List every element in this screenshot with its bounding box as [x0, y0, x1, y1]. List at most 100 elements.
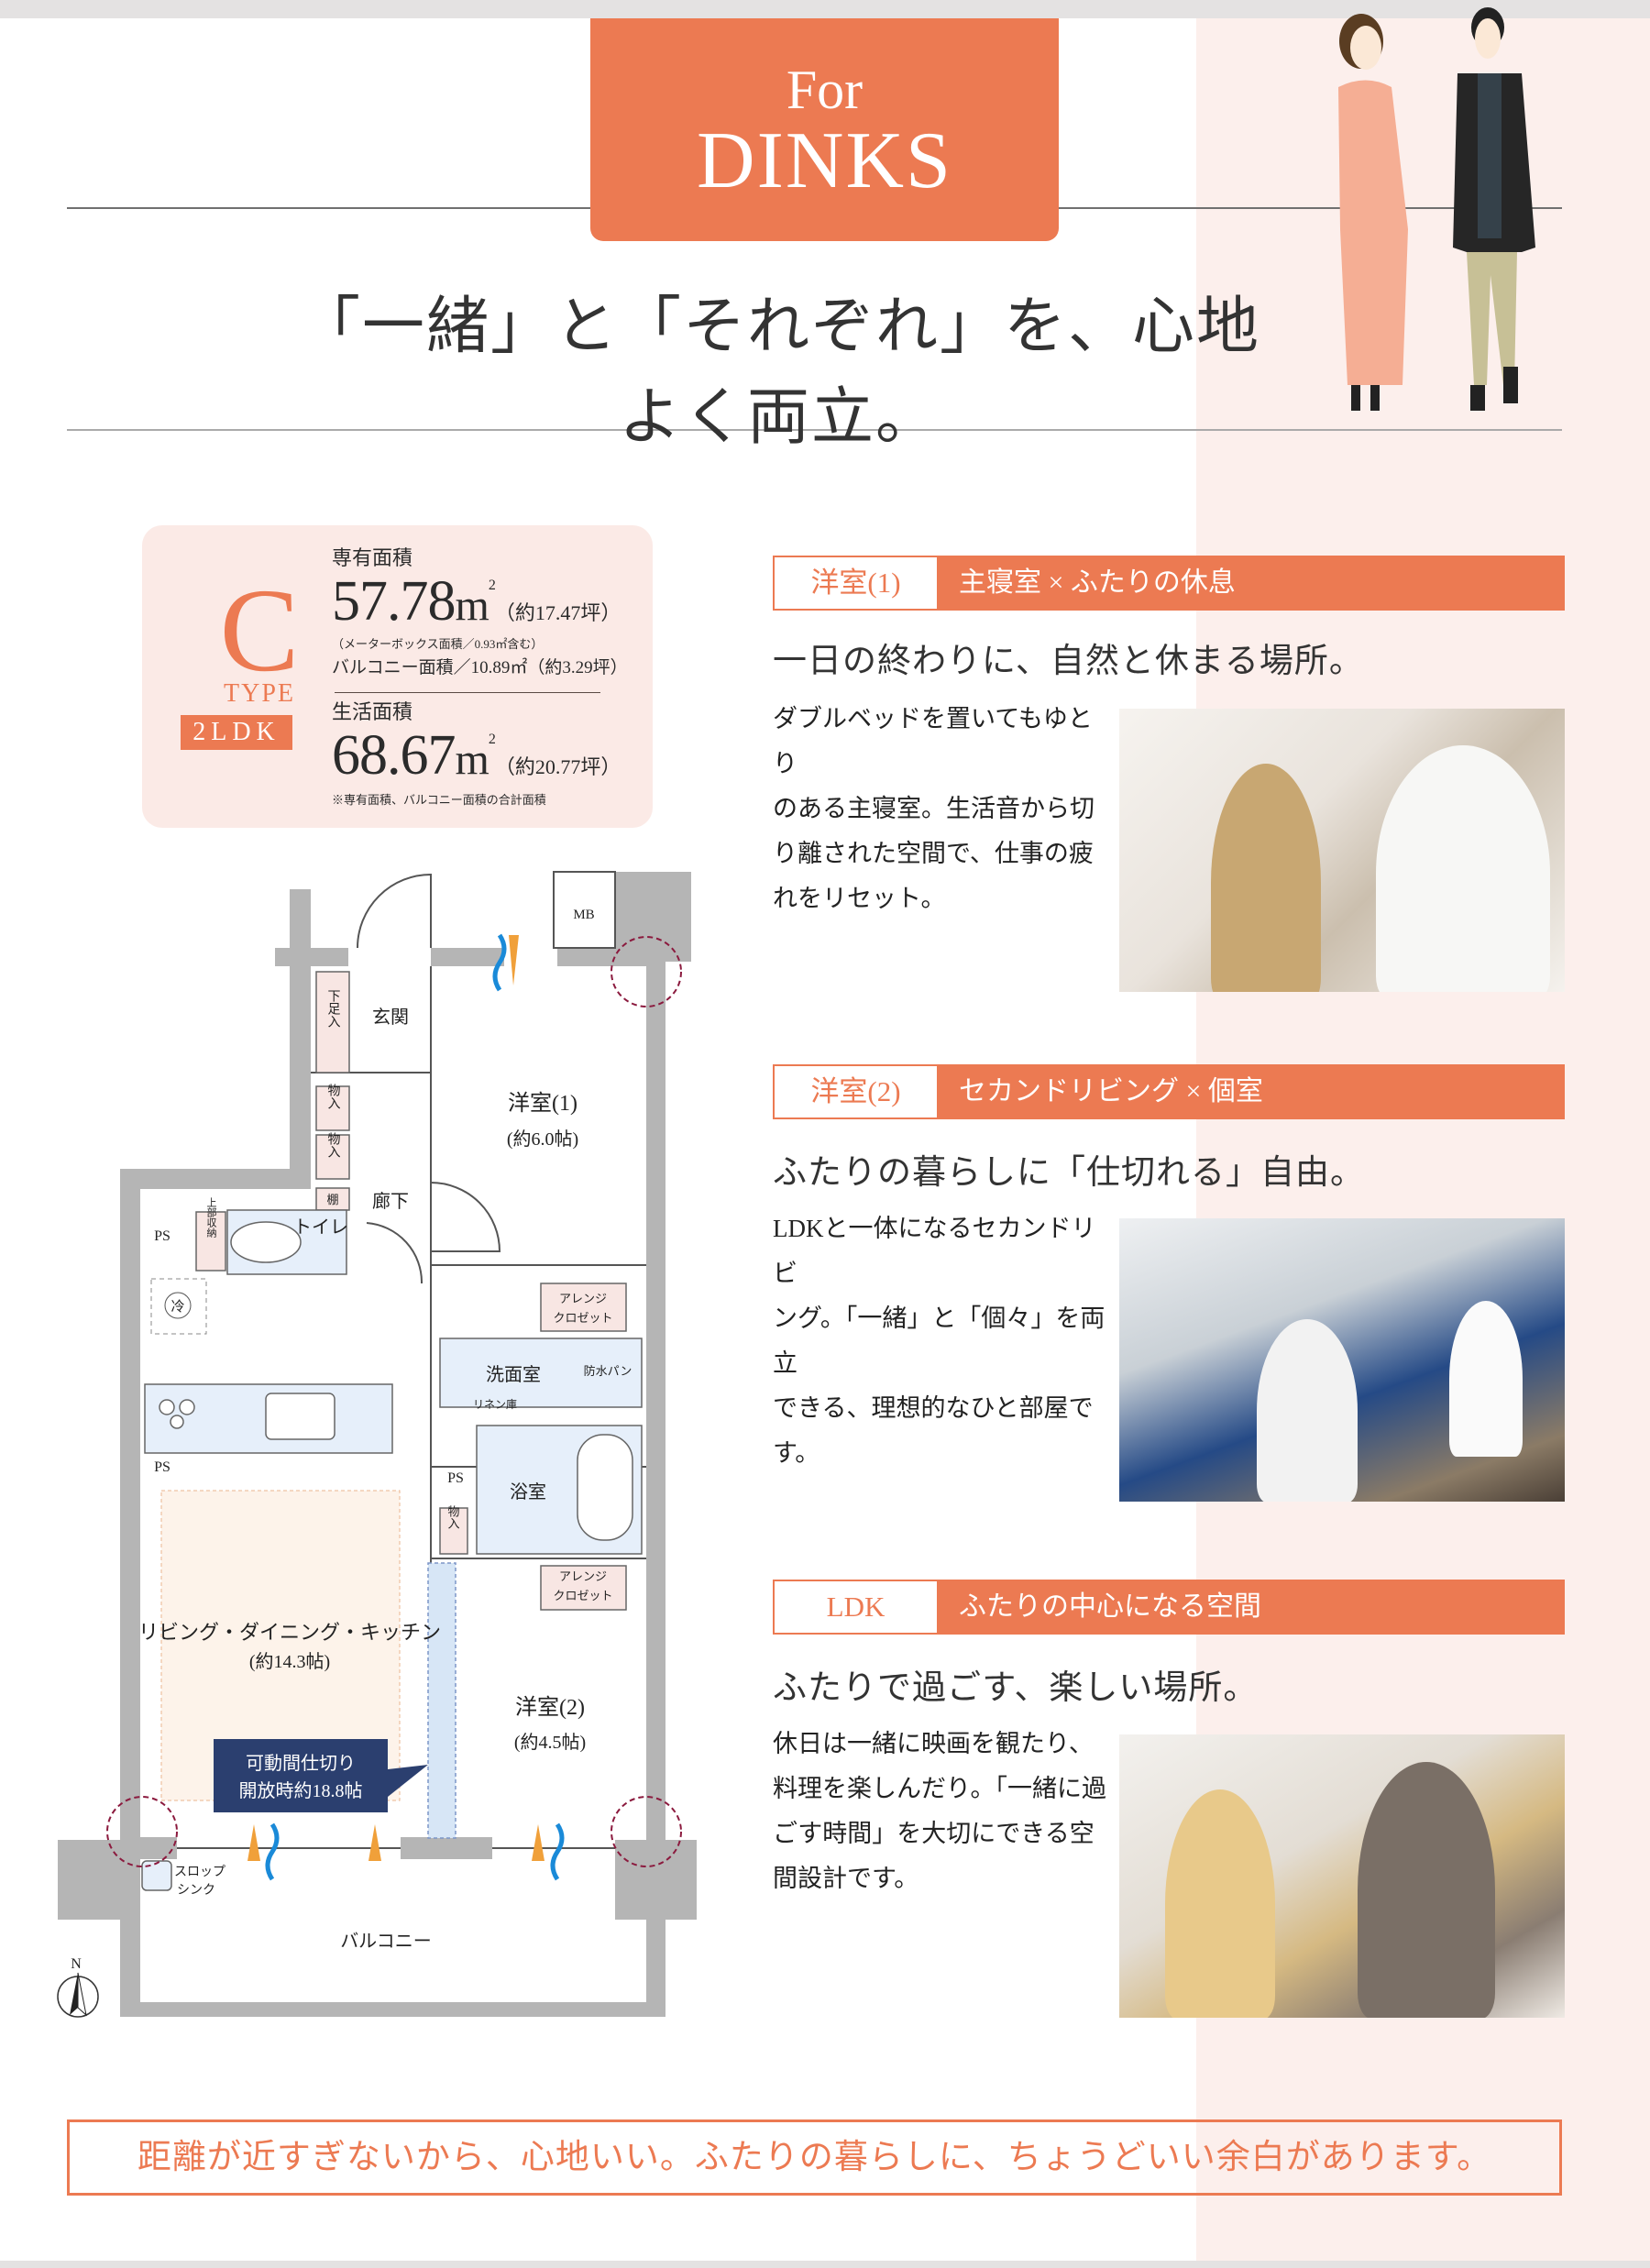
storage-units: [195, 971, 627, 1611]
section-caption: ふたりの中心になる空間: [959, 1591, 1261, 1622]
body-line: 間設計です。: [773, 1865, 919, 1892]
western2-size: (約4.5帖): [514, 1732, 586, 1753]
waterproof-pan-label: 防水パン: [584, 1364, 632, 1378]
photo-woman-apron: [1165, 1789, 1275, 2018]
balcony-area: バルコニー面積／10.89㎡（約3.29坪）: [332, 658, 628, 677]
layout-badge: 2LDK: [181, 715, 292, 750]
private-area-tsubo: （約17.47坪）: [494, 601, 622, 624]
section-caption: 主寝室 × ふたりの休息: [959, 567, 1236, 598]
living-area-note: ※専有面積、バルコニー面積の合計面積: [332, 793, 546, 807]
body-line: れをリセット。: [773, 885, 946, 912]
body-line: 休日は一緒に映画を観たり、: [773, 1730, 1094, 1757]
shelf-label: 棚: [326, 1193, 338, 1206]
private-area-label: 専有面積: [332, 546, 413, 569]
photo-couple-bedroom: [1119, 709, 1565, 992]
ps-label: PS: [447, 1470, 464, 1486]
spec-divider: [335, 692, 600, 693]
unit: m: [455, 735, 490, 784]
private-area-number: 57.78: [332, 570, 456, 633]
section-label: LDK: [775, 1581, 937, 1633]
photo-man: [1376, 745, 1550, 992]
slop-sink-label: スロップ: [174, 1865, 226, 1879]
callout-line2: 開放時約18.8帖: [239, 1780, 363, 1801]
bath-label: 浴室: [510, 1481, 546, 1503]
ldk-size: (約14.3帖): [249, 1651, 330, 1672]
fridge-icon: [164, 1292, 192, 1319]
callout-line1: 可動間仕切り: [246, 1753, 356, 1774]
upper-storage-label: 上部収納: [205, 1197, 217, 1239]
ps-label: PS: [154, 1228, 170, 1244]
section-label: 洋室(1): [775, 557, 937, 609]
washroom-label: 洗面室: [486, 1364, 541, 1385]
body-line: 料理を楽しんだり。「一緒に過: [773, 1775, 1106, 1802]
unit-sup: 2: [488, 732, 496, 747]
toilet-label: トイレ: [293, 1217, 348, 1238]
ps-label: PS: [154, 1459, 170, 1475]
north-label: N: [71, 1956, 82, 1972]
section-header-western1: 洋室(1) 主寝室 × ふたりの休息: [773, 556, 1565, 611]
arrange-closet-label: アレンジ: [559, 1292, 607, 1305]
floor-plan: 可動間仕切り 開放時約18.8帖 MB 玄関 下足入 物入 物入 棚 上部収納 …: [57, 871, 697, 2018]
section-header-ldk: LDK ふたりの中心になる空間: [773, 1580, 1565, 1635]
body-line: ごす時間」を大切にできる空: [773, 1820, 1094, 1847]
slop-sink-label: シンク: [177, 1883, 215, 1898]
body-line: ダブルベッドを置いてもゆとり: [773, 705, 1093, 777]
section-caption: セカンドリビング × 個室: [959, 1076, 1263, 1106]
living-area-number: 68.67: [332, 724, 456, 787]
storage-label: 物入: [326, 1084, 341, 1109]
western2-label: 洋室(2): [515, 1695, 585, 1720]
section-body: LDKと一体になるセカンドリビ ング。「一緒」と「個々」を両立 できる、理想的な…: [773, 1206, 1112, 1476]
section-label: 洋室(2): [775, 1066, 937, 1117]
type-word: TYPE: [224, 679, 295, 708]
ventilation-icons: [248, 933, 565, 1881]
photo-woman: [1211, 764, 1321, 992]
fridge-label: 冷: [170, 1299, 184, 1315]
section-subhead: 一日の終わりに、自然と休まる場所。: [773, 643, 1364, 680]
tab-for: For: [786, 60, 864, 120]
body-line: できる、理想的なひと部屋で: [773, 1394, 1094, 1422]
compass-icon: [57, 1972, 99, 2018]
headline: 「一緒」と「それぞれ」を、心地よく両立。: [297, 292, 1260, 452]
tab-dinks: DINKS: [697, 116, 952, 205]
ldk-label: リビング・ダイニング・キッチン: [138, 1621, 441, 1644]
pillar-markers: [106, 936, 682, 1867]
for-dinks-tab: For DINKS: [590, 18, 1059, 241]
storage-label: 物入: [446, 1505, 460, 1529]
section-body: ダブルベッドを置いてもゆとり のある主寝室。生活音から切 り離された空間で、仕事…: [773, 697, 1112, 921]
closing-banner: 距離が近すぎないから、心地いい。ふたりの暮らしに、ちょうどいい余白があります。: [67, 2119, 1562, 2196]
fridge-space: [150, 1278, 207, 1335]
photo-man-desk: [1449, 1301, 1523, 1457]
unit: m: [455, 581, 490, 630]
section-header-western2: 洋室(2) セカンドリビング × 個室: [773, 1064, 1565, 1119]
walls: [58, 872, 697, 2017]
genkan-label: 玄関: [372, 1007, 409, 1028]
fixtures: [141, 1209, 643, 1891]
arrange-closet-label: アレンジ: [559, 1569, 607, 1583]
photo-second-living: [1119, 1218, 1565, 1502]
unit-sup: 2: [488, 578, 496, 593]
body-line: り離された空間で、仕事の疲: [773, 840, 1094, 867]
top-bar: [0, 0, 1650, 18]
arrange-closet-label: クロゼット: [553, 1589, 612, 1602]
balcony-label: バルコニー: [340, 1932, 432, 1952]
linen-label: リネン庫: [473, 1398, 517, 1411]
western1-label: 洋室(1): [508, 1091, 578, 1116]
body-line: す。: [773, 1439, 820, 1467]
body-line: LDKと一体になるセカンドリビ: [773, 1215, 1096, 1287]
bottom-bar: [0, 2261, 1650, 2268]
storage-label: 物入: [326, 1132, 341, 1158]
body-line: ング。「一緒」と「個々」を両立: [773, 1305, 1106, 1377]
type-letter: C: [219, 565, 300, 697]
couple-illustration: [1338, 7, 1535, 411]
section-subhead: ふたりで過ごす、楽しい場所。: [773, 1669, 1259, 1707]
photo-couple-cooking: [1119, 1734, 1565, 2018]
arrange-closet-label: クロゼット: [553, 1311, 612, 1325]
mb-label: MB: [573, 908, 594, 922]
photo-woman-phone: [1257, 1319, 1358, 1502]
section-subhead: ふたりの暮らしに「仕切れる」自由。: [773, 1154, 1365, 1192]
meter-box-note: （メーターボックス面積／0.93㎡含む）: [332, 637, 544, 651]
body-line: のある主寝室。生活音から切: [773, 795, 1094, 822]
